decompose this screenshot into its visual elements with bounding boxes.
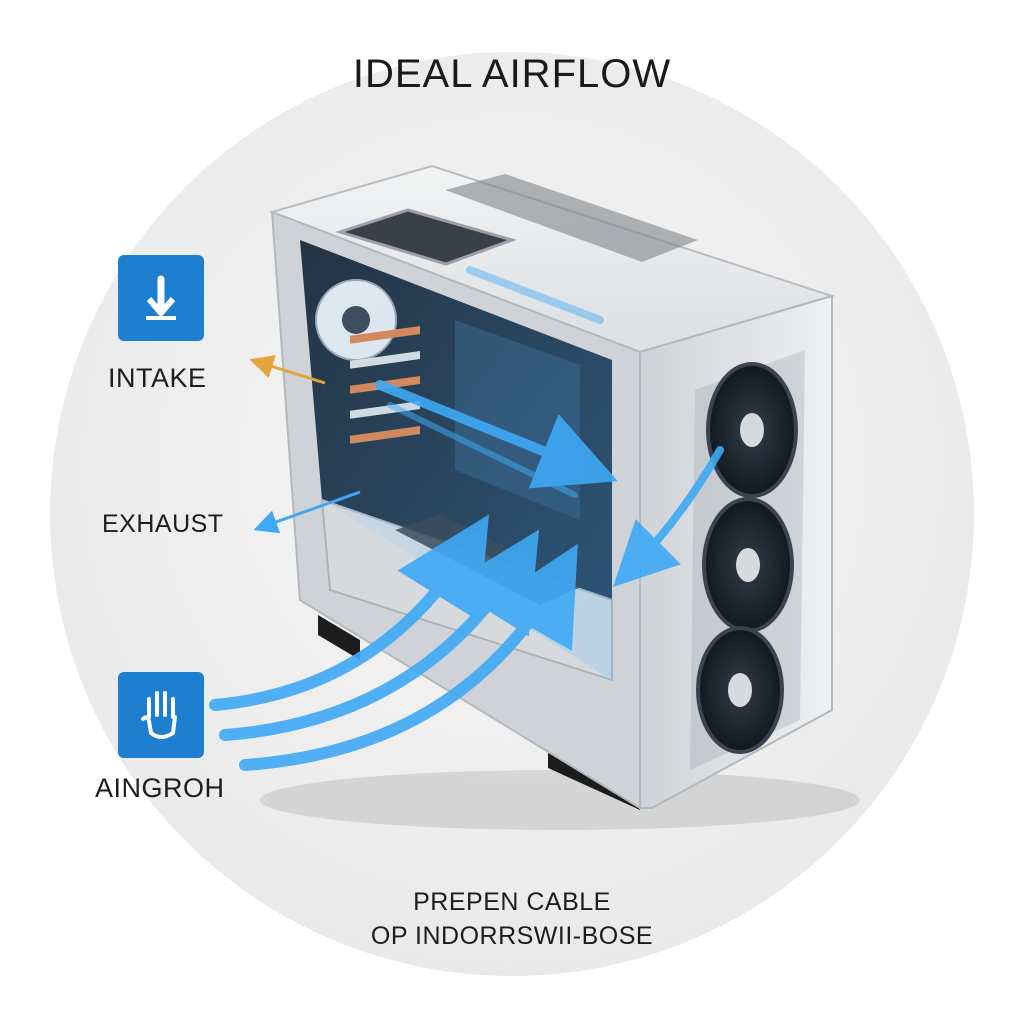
internal-airflow-arrow — [375, 380, 618, 489]
intake-pointer-arrow — [249, 355, 326, 385]
front-fan-top — [706, 362, 798, 498]
top-mesh-vent — [445, 174, 698, 262]
intake-label: INTAKE — [108, 363, 207, 393]
top-io-cutout — [334, 208, 517, 266]
top-exhaust-arrow — [466, 266, 604, 324]
intake-down-arrow-icon — [118, 255, 204, 341]
diagram-title: IDEAL AIRFLOW — [352, 52, 672, 96]
bottom-intake-arrow — [239, 543, 578, 771]
case-shadow — [260, 770, 860, 830]
front-intake-arrow — [613, 446, 724, 587]
front-fan-middle — [702, 497, 794, 633]
footer-line-1: PREPEN CABLE — [413, 888, 611, 916]
airflow-label: AINGROH — [95, 773, 225, 803]
front-fan-bottom — [696, 626, 784, 754]
hand-icon — [118, 672, 204, 758]
internal-airflow-arrow — [387, 402, 578, 498]
bottom-intake-arrow — [209, 514, 489, 711]
footer-line-2: OP INDORRSWII-BOSE — [370, 922, 654, 950]
exhaust-pointer-arrow — [253, 490, 361, 534]
exhaust-label: EXHAUST — [102, 510, 224, 538]
airflow-arrows — [209, 266, 724, 771]
case-foot — [318, 615, 360, 660]
